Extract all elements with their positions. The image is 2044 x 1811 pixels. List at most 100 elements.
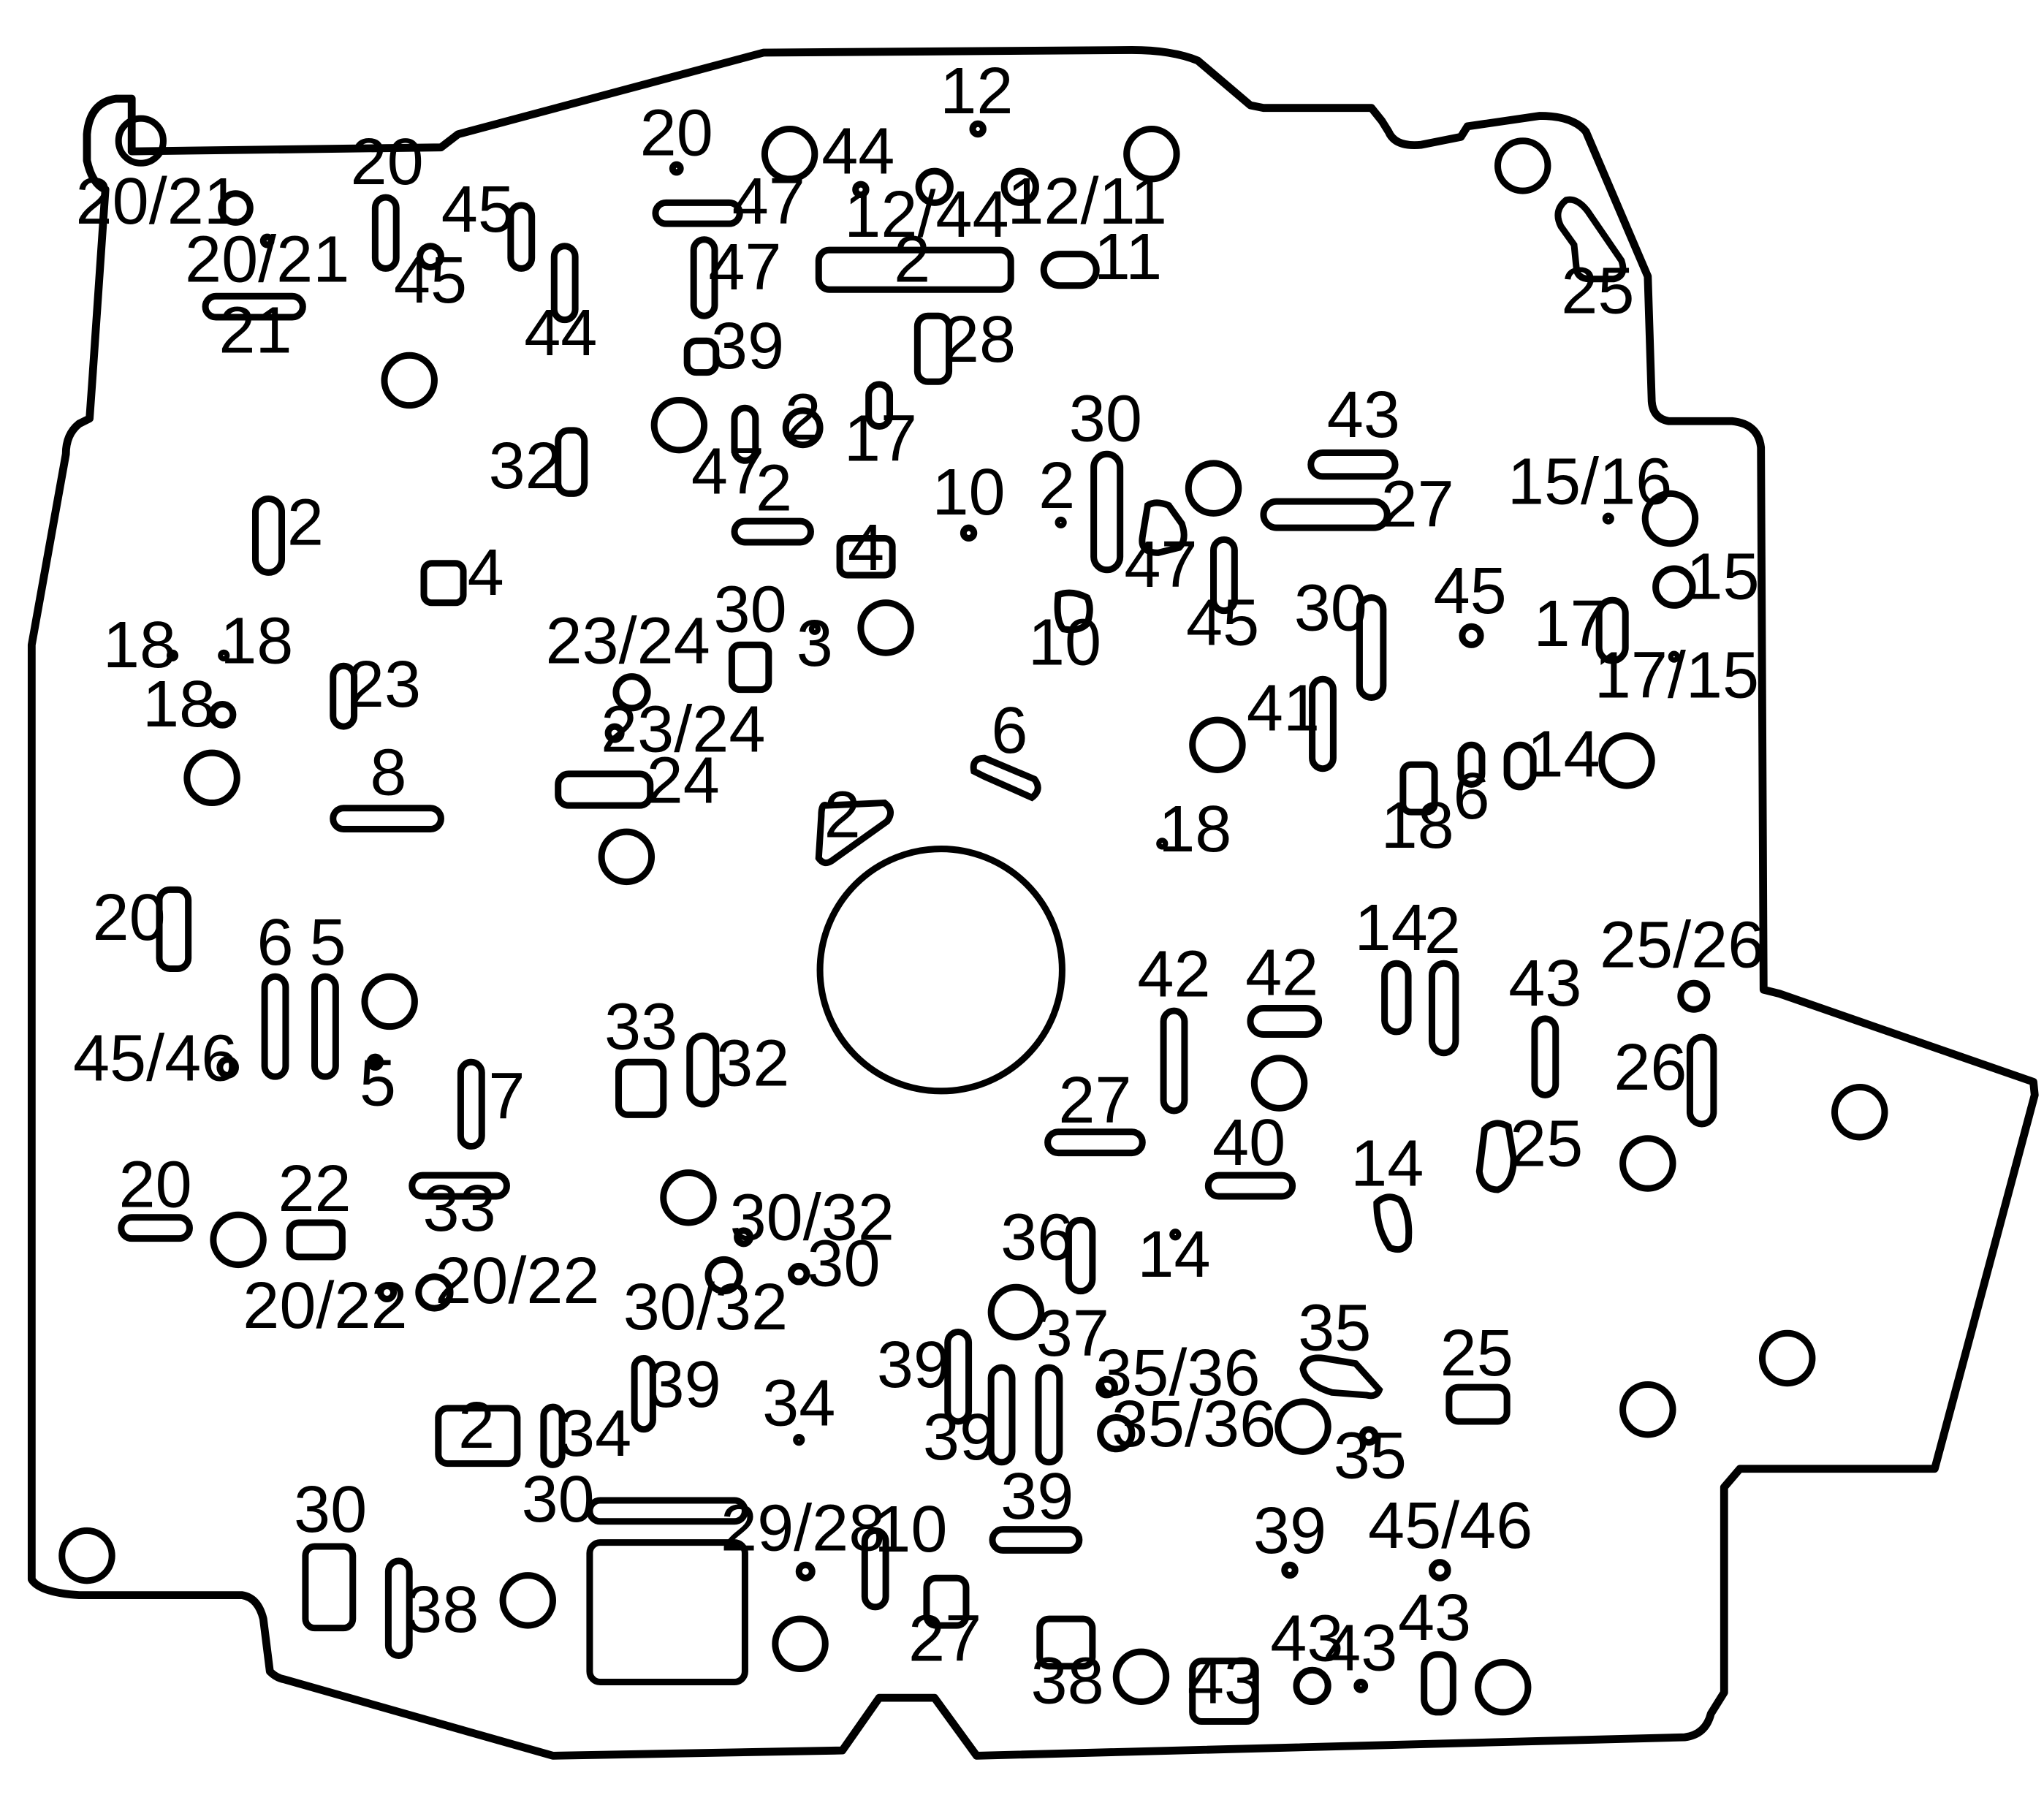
slot (1309, 675, 1337, 772)
slot (1044, 1128, 1146, 1157)
slot (686, 1032, 720, 1108)
slot (731, 404, 759, 464)
slot (409, 1172, 510, 1200)
hole (417, 243, 444, 271)
label: 18 (103, 608, 176, 682)
hole (761, 125, 818, 183)
slot (371, 194, 400, 272)
label: 34 (558, 1397, 631, 1470)
port (923, 1574, 970, 1629)
label: 30/32 (730, 1180, 894, 1254)
hole (857, 599, 914, 656)
hole (734, 1227, 754, 1248)
slot (631, 1354, 656, 1433)
port (815, 799, 894, 867)
label: 43 (1324, 1611, 1397, 1685)
slot (118, 1214, 193, 1242)
plate-outline (27, 46, 2039, 1760)
slot (1204, 1172, 1296, 1200)
port (420, 560, 467, 607)
hole (1123, 125, 1180, 183)
label: 35/36 (1095, 1336, 1260, 1410)
slot (550, 243, 579, 324)
label: 42 (1137, 937, 1210, 1011)
port (302, 1543, 357, 1632)
hole (1831, 1084, 1888, 1141)
hole (1156, 838, 1169, 850)
label: 17 (1533, 587, 1606, 661)
label: 25/26 (1600, 908, 1764, 982)
port (1445, 1383, 1511, 1425)
slot (690, 236, 718, 319)
hole (166, 649, 179, 661)
slot (1160, 1007, 1188, 1115)
slot (261, 973, 289, 1080)
slot (944, 1328, 973, 1425)
hole (1112, 1648, 1170, 1706)
label: 39 (877, 1328, 950, 1402)
slot (1035, 1364, 1063, 1466)
label: 22 (278, 1152, 351, 1226)
hole (361, 973, 418, 1030)
label: 45 (1186, 585, 1259, 659)
hole (1619, 1135, 1676, 1192)
label: 34 (762, 1366, 835, 1440)
hole (1281, 1561, 1299, 1579)
label: 43 (1508, 946, 1581, 1020)
label: 12/11 (1007, 164, 1167, 238)
label: 2 (1424, 894, 1461, 968)
hole (1169, 1229, 1182, 1241)
horizontal-slots (118, 199, 1399, 1554)
label: 43 (1270, 1602, 1343, 1676)
label: 20/21 (76, 164, 240, 238)
label: 17 (844, 401, 917, 475)
label: 36 (1000, 1200, 1074, 1274)
slot (1260, 498, 1391, 531)
label: 10 (1028, 605, 1101, 679)
label: 20/22 (435, 1244, 599, 1318)
label: 5 (310, 906, 346, 979)
hole (1097, 1414, 1136, 1453)
hole (1758, 1329, 1816, 1387)
slot (1040, 251, 1100, 289)
label: 20 (351, 125, 424, 199)
hole (787, 1262, 810, 1286)
circled-two-glyph: 2 (785, 380, 821, 454)
slot (1247, 1004, 1323, 1038)
port (683, 337, 720, 376)
label: 2 (287, 486, 324, 560)
hole (1353, 1679, 1369, 1693)
large-bore-circle (816, 846, 1065, 1095)
slot (1686, 1033, 1717, 1128)
slot (1503, 741, 1537, 791)
label: 2 (824, 778, 861, 851)
label: 39 (647, 1348, 721, 1421)
hole (115, 115, 167, 167)
hole (1250, 1055, 1308, 1112)
label: 44 (524, 296, 597, 370)
label: 23/24 (601, 692, 765, 766)
slot (330, 805, 444, 833)
port (615, 1058, 667, 1118)
label: 4 (848, 511, 884, 585)
label: 14 (1350, 1127, 1424, 1201)
slot (457, 1058, 485, 1150)
label: 6 (991, 694, 1027, 767)
label: 30 (714, 572, 787, 646)
slot (989, 1526, 1083, 1554)
slot (861, 1527, 889, 1611)
label: 39 (1000, 1459, 1074, 1533)
port-labels: 12 20 44 20 20/21 47 12/11 12/44 45 20/2… (73, 54, 1764, 1717)
slot (1428, 960, 1459, 1057)
label: 14 (1527, 718, 1600, 791)
label: 6 (257, 906, 293, 979)
label: 45 (441, 172, 514, 246)
hole (852, 181, 870, 199)
slot (1065, 1216, 1096, 1295)
label: 44 (821, 115, 894, 189)
label: 39 (923, 1400, 996, 1474)
slot (731, 517, 814, 546)
port (728, 641, 772, 694)
label: 14 (1137, 1218, 1210, 1291)
label: 35/36 (1112, 1387, 1276, 1461)
